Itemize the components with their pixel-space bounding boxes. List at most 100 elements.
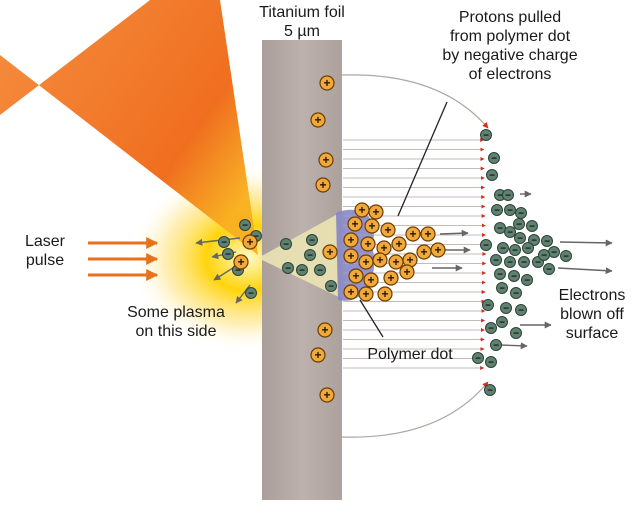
electron: − [526,220,538,233]
electrons-label-line-1: Electrons [558,287,626,304]
electron: − [508,270,520,283]
proton: + [358,286,374,302]
electron: − [548,246,560,259]
electron-sign: − [483,131,489,142]
proton-circle [377,286,393,302]
electron-circle [490,254,502,266]
proton-sign: + [321,323,328,337]
proton-circle [383,270,399,286]
electron: − [306,234,318,247]
electron: − [514,232,526,245]
proton: + [233,254,249,270]
polymer-label-line-1: Polymer dot [367,346,453,363]
proton: + [420,226,436,242]
proton-circle [420,226,436,242]
electron-sign: − [503,304,509,315]
electron-sign: − [497,191,503,202]
proton: + [405,226,421,242]
proton-sign: + [372,205,379,219]
electron: − [510,327,522,340]
proton-sign: + [434,243,441,257]
proton-sign: + [364,237,371,251]
electron-sign: − [513,329,519,340]
electron: − [280,238,292,251]
electron-circle [521,274,533,286]
electron-circle [494,222,506,234]
electron-circle [480,129,492,141]
electron-sign: − [488,358,494,369]
motion-arrow [235,284,251,304]
proton: + [318,152,334,168]
electron-sign: − [516,220,522,231]
proton-circle [317,322,333,338]
proton: + [354,202,370,218]
electron: − [490,254,502,267]
proton-circle [405,226,421,242]
electron-circle [490,339,502,351]
electron-sign: − [500,244,506,255]
proton-sign: + [384,223,391,237]
electron-sign: − [499,318,505,329]
laser-pulse-arrows [88,237,159,281]
electron: − [222,248,234,261]
electron: − [509,244,521,257]
electron-circle [541,235,553,247]
electron-circle [514,232,526,244]
electron-circle [497,242,509,254]
electron: − [239,219,251,232]
electron: − [494,222,506,235]
proton-sign: + [424,227,431,241]
electron-circle [510,287,522,299]
electron-circle [282,262,294,274]
electron-sign: − [253,232,259,243]
proton-sign: + [381,287,388,301]
electron: − [488,152,500,165]
proton-sign: + [362,255,369,269]
electron-sign: − [493,256,499,267]
electron: − [528,234,540,247]
electron-circle [245,287,257,299]
proton-sign: + [395,237,402,251]
electron-sign: − [544,237,550,248]
electron-sign: − [507,228,513,239]
proton: + [416,244,432,260]
electron-sign: − [563,252,569,263]
proton-sign: + [380,241,387,255]
electron-circle [304,249,316,261]
proton-sign: + [367,273,374,287]
proton-circle [343,248,359,264]
electron-circle [515,304,527,316]
proton: + [377,286,393,302]
electron: − [491,204,503,217]
electron-sign: − [328,282,334,293]
proton-circle [364,218,380,234]
electron-circle [325,280,337,292]
proton-sign: + [406,253,413,267]
electron-circle [222,248,234,260]
electron-sign: − [507,206,513,217]
electron: − [515,304,527,317]
electron-sign: − [242,221,248,232]
electron-circle [543,263,555,275]
electron: − [496,316,508,329]
particles-layer: +++++++−−−−−−++−−−−−−−++++++++++++++++++… [195,75,613,403]
proton-circle [348,268,364,284]
polymer-callout-line [359,299,384,338]
electron-sign: − [529,222,535,233]
electron-sign: − [505,191,511,202]
proton-circle [368,204,384,220]
proton: + [358,254,374,270]
electron: − [304,249,316,262]
proton-circle [315,177,331,193]
electron: − [486,169,498,182]
foil-label: Titanium foil 5 µm [238,3,366,41]
protons-label-line-3: by negative charge [442,47,578,64]
electron-sign: − [535,258,541,269]
proton-sign: + [326,245,333,259]
protons-pulled-label: Protons pulled from polymer dot by negat… [412,8,608,84]
electron-circle [496,316,508,328]
electron-circle [513,218,525,230]
electron-sign: − [494,206,500,217]
proton: + [319,387,335,403]
